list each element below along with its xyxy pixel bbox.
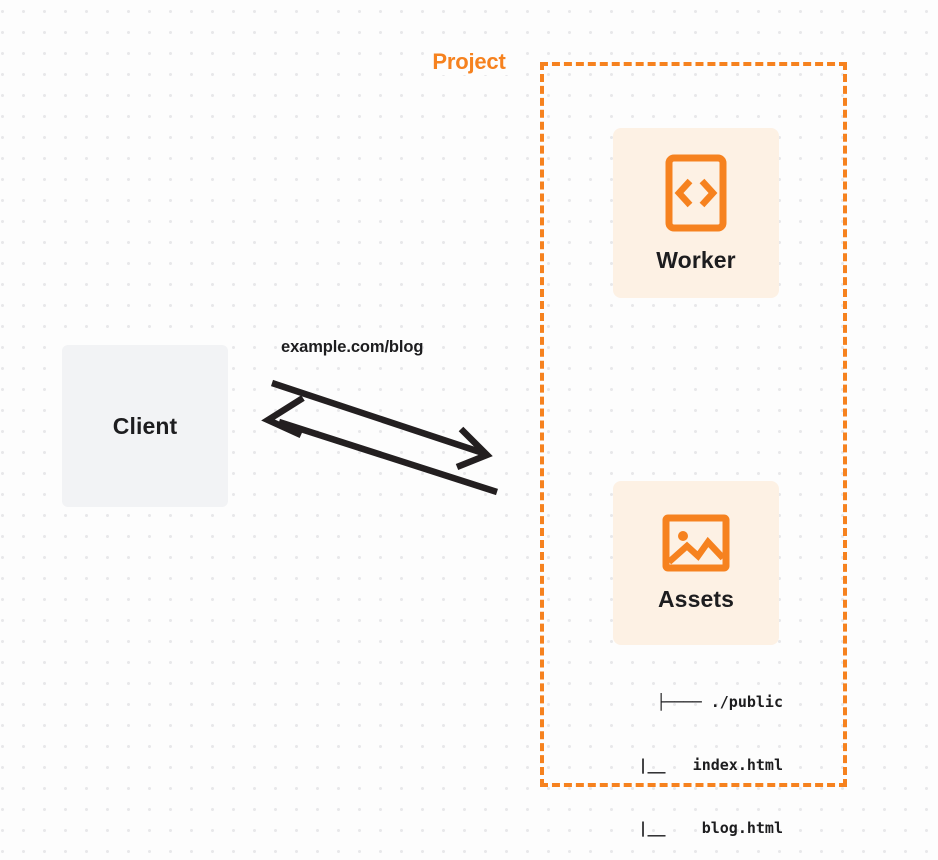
worker-node[interactable]: Worker: [613, 128, 779, 298]
file-tree-line: ├──── ./public: [656, 693, 783, 711]
connection-label: example.com/blog: [281, 338, 424, 356]
image-icon: [662, 514, 730, 571]
file-tree-line: |__ index.html: [611, 756, 783, 774]
assets-node[interactable]: Assets: [613, 481, 779, 645]
file-tree-line: |__ blog.html: [611, 819, 783, 837]
client-node-label: Client: [112, 412, 178, 439]
request-arrow-right: [270, 379, 493, 471]
response-arrow-left: [261, 395, 498, 496]
assets-file-tree: ├──── ./public |__ index.html |__ blog.h…: [588, 650, 783, 860]
worker-node-label: Worker: [656, 246, 736, 273]
connection-arrows: [261, 379, 498, 496]
project-title: Project: [425, 49, 513, 75]
code-brackets-icon: [665, 154, 727, 231]
project-boundary: [540, 62, 847, 787]
client-node[interactable]: Client: [62, 345, 228, 507]
assets-node-label: Assets: [657, 585, 735, 612]
